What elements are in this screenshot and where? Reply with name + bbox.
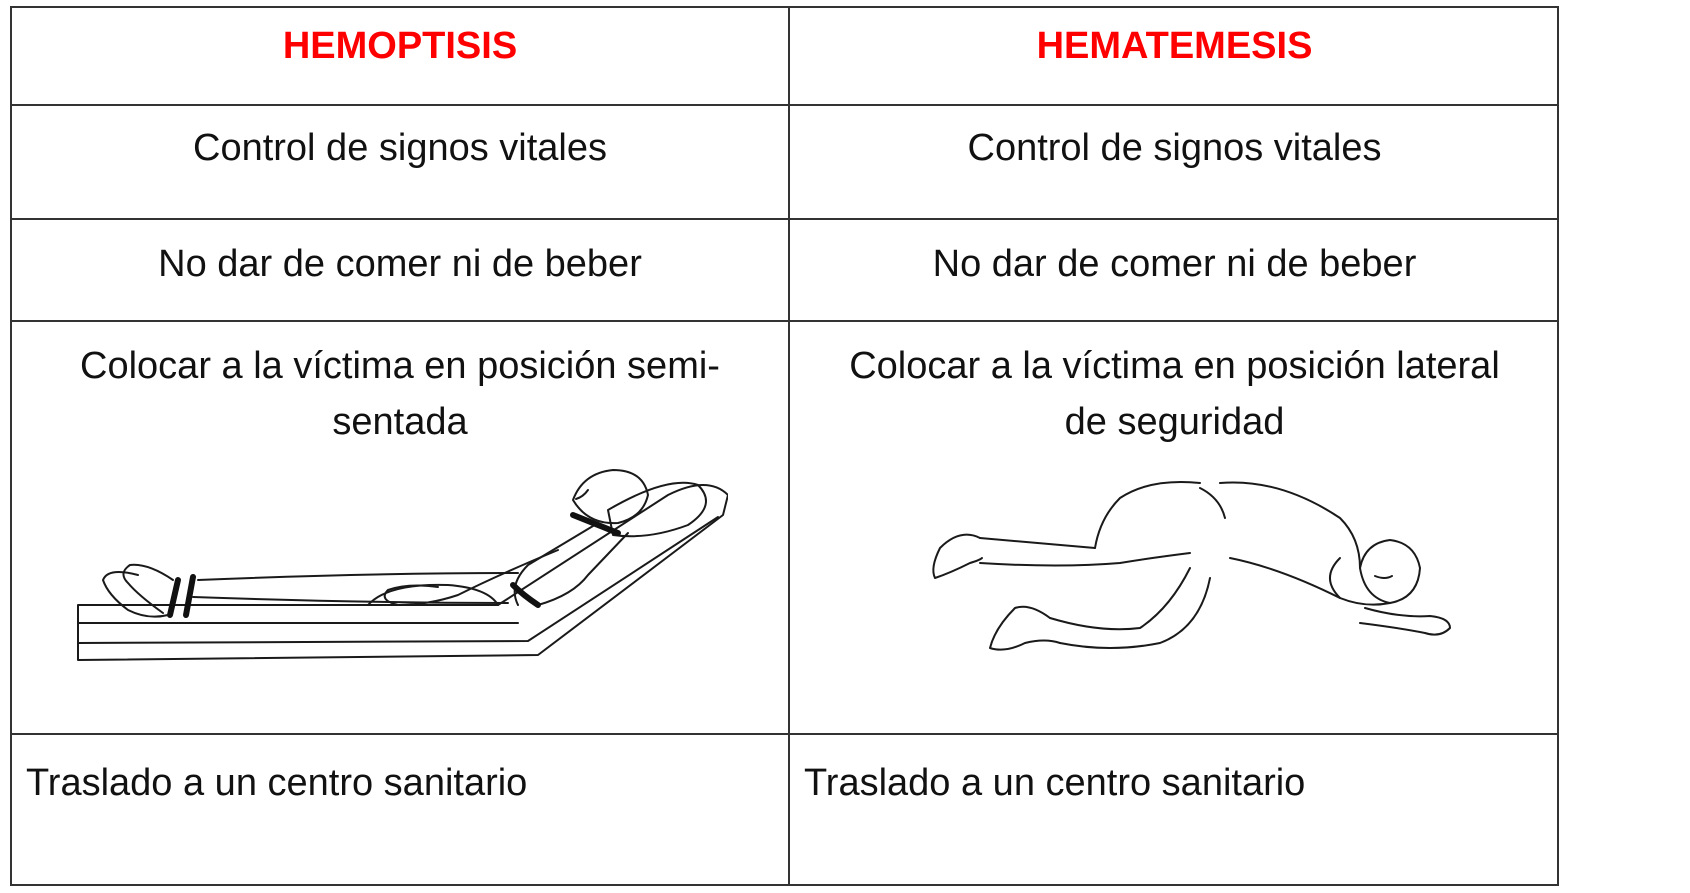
cell-position-left: Colocar a la víctima en posición semi- s… <box>12 338 788 458</box>
row-divider <box>12 218 1557 220</box>
column-divider <box>788 8 790 884</box>
position-right-line1: Colocar a la víctima en posición lateral <box>849 345 1500 387</box>
position-right-line2: de seguridad <box>1064 401 1285 443</box>
comparison-table: HEMOPTISIS HEMATEMESIS Control de signos… <box>10 6 1559 886</box>
cell-transfer-left: Traslado a un centro sanitario <box>26 762 528 804</box>
position-left-line2: sentada <box>332 401 468 443</box>
row-divider <box>12 733 1557 735</box>
cell-vital-signs-right: Control de signos vitales <box>967 127 1382 169</box>
semi-seated-position-illustration <box>77 469 728 661</box>
cell-vital-signs-left: Control de signos vitales <box>193 127 607 169</box>
position-left-line1: Colocar a la víctima en posición semi- <box>80 345 720 387</box>
header-hemoptisis: HEMOPTISIS <box>282 25 518 67</box>
cell-no-food-left: No dar de comer ni de beber <box>158 243 642 285</box>
row-divider <box>12 320 1557 322</box>
cell-no-food-right: No dar de comer ni de beber <box>932 243 1417 285</box>
row-divider <box>12 104 1557 106</box>
cell-position-right: Colocar a la víctima en posición lateral… <box>790 338 1559 458</box>
recovery-position-illustration <box>932 481 1451 651</box>
header-hematemesis: HEMATEMESIS <box>1036 25 1313 67</box>
cell-transfer-right: Traslado a un centro sanitario <box>804 762 1306 804</box>
